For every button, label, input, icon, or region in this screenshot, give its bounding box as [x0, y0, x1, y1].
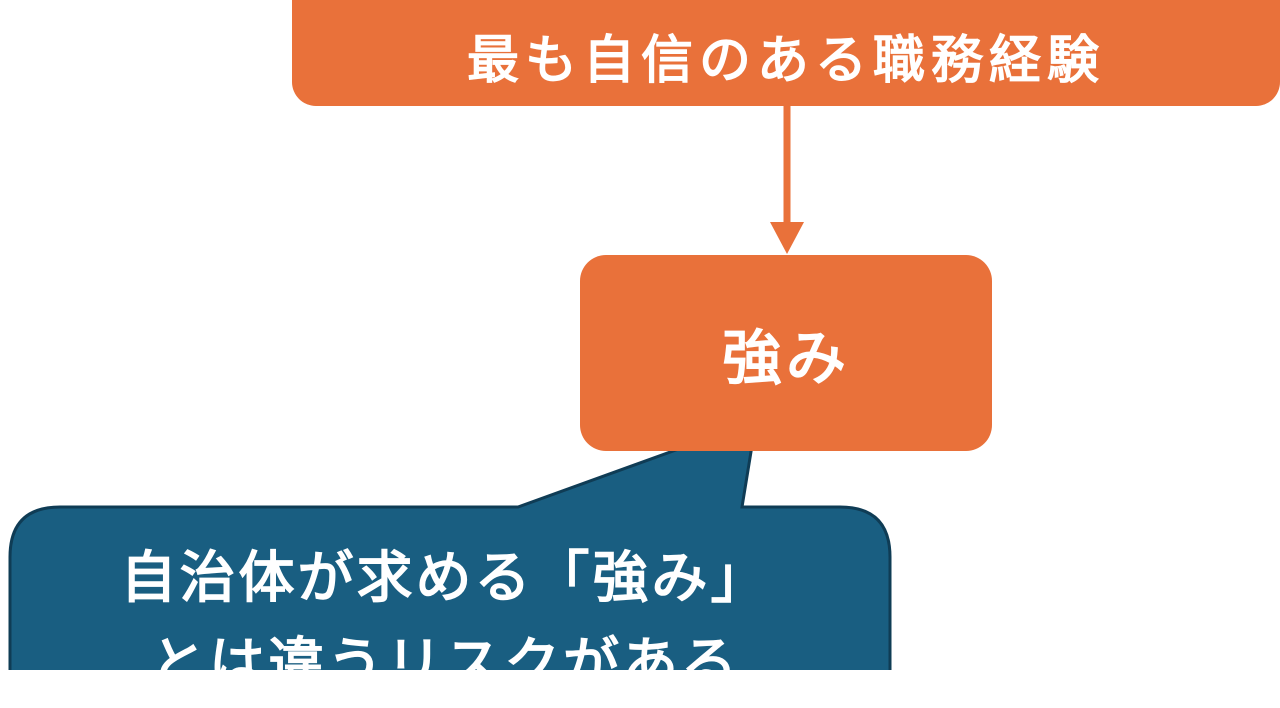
arrow-head — [770, 222, 804, 254]
callout-line-2: とは違うリスクがある — [150, 632, 740, 697]
node-strength-label: 強み — [722, 323, 850, 394]
node-top-label: 最も自信のある職務経験 — [466, 31, 1105, 91]
callout-bubble — [8, 418, 892, 670]
callout-text: 自治体が求める「強み」 とは違うリスクがある — [0, 536, 890, 708]
callout-line-1: 自治体が求める「強み」 — [120, 546, 770, 611]
node-top-experience: 最も自信のある職務経験 — [292, 0, 1280, 106]
node-strength: 強み — [580, 255, 992, 451]
diagram-connectors — [8, 106, 892, 670]
